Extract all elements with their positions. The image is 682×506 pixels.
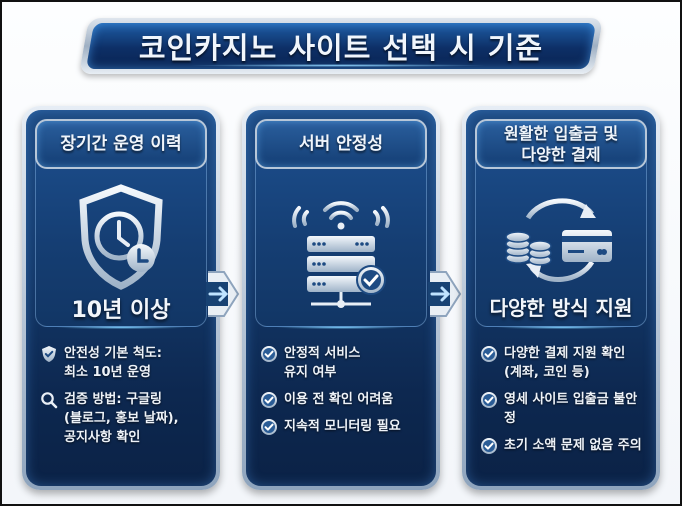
list-item: 다양한 결제 지원 확인 (계좌, 코인 등): [480, 344, 648, 382]
server-wifi-check-icon: [246, 188, 436, 318]
search-icon: [41, 392, 58, 409]
list-item: 안전성 기본 척도: 최소 10년 운영: [40, 344, 208, 382]
list-item: 이용 전 확인 어려움: [260, 390, 428, 409]
shield-check-icon: [42, 346, 56, 362]
panel-long-term-operation: 장기간 운영 이력 10년 이상 안전성 기본 척도: 최소 10년 운영: [22, 106, 220, 490]
check-circle-icon: [260, 418, 278, 436]
panel-header: 서버 안정성: [255, 119, 427, 169]
check-circle-icon: [480, 391, 498, 409]
hero-label: 10년 이상: [71, 298, 171, 323]
list-item: 검증 방법: 구글링 (블로그, 홍보 날짜), 공지사항 확인: [40, 390, 208, 447]
page-title: 코인카지노 사이트 선택 시 기준: [138, 31, 544, 65]
panel-deposit-withdrawal: 원활한 입출금 및 다양한 결제 다양한 방식 지원: [462, 106, 660, 490]
panel-header: 원활한 입출금 및 다양한 결제: [475, 119, 647, 169]
check-circle-icon: [260, 345, 278, 363]
check-circle-icon: [480, 345, 498, 363]
list-item: 지속적 모니터링 필요: [260, 417, 428, 436]
list-item: 안정적 서비스 유지 여부: [260, 344, 428, 382]
list-item: 초기 소액 문제 없음 주의: [480, 436, 648, 455]
check-circle-icon: [260, 391, 278, 409]
coins-card-exchange-icon: [466, 188, 656, 292]
panel-server-stability: 서버 안정성: [242, 106, 440, 490]
arrow-right-icon: [206, 271, 240, 317]
panel-header: 장기간 운영 이력: [35, 119, 207, 169]
hero-label: 다양한 방식 지원: [489, 296, 633, 320]
shield-clock-icon: [26, 182, 216, 292]
list-item: 영세 사이트 입출금 불안정: [480, 390, 648, 428]
arrow-right-icon: [428, 271, 462, 317]
check-circle-icon: [480, 437, 498, 455]
